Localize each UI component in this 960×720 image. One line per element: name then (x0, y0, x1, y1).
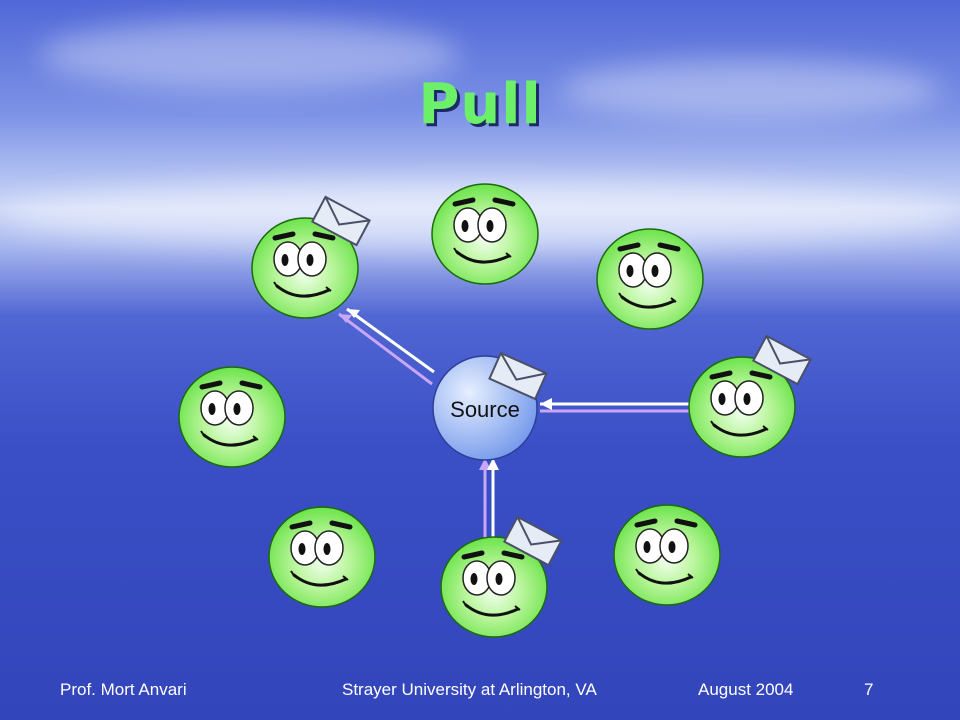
source-node: Source (432, 352, 548, 461)
arrow-group-bottom (479, 458, 499, 540)
eyebrow (272, 231, 296, 241)
pupil (306, 254, 314, 266)
smile (455, 250, 511, 264)
pupil (743, 393, 751, 405)
eyebrow (709, 370, 733, 380)
smile-dimples (200, 430, 259, 441)
eyebrow (199, 380, 223, 390)
pupil (281, 254, 289, 266)
smiley-face-icon (268, 506, 376, 608)
smile (202, 433, 258, 447)
pupil (233, 403, 241, 415)
pupil (470, 573, 478, 585)
smile-dimples (710, 420, 769, 431)
smile-dimples (273, 281, 332, 292)
eyebrow (492, 197, 516, 207)
smile-dimples (290, 570, 349, 581)
smile (275, 284, 331, 298)
arrow-group-right (540, 398, 692, 413)
background-cloud (560, 60, 940, 120)
pupil (626, 265, 634, 277)
pupil (486, 220, 494, 232)
smile (620, 295, 676, 309)
arrow-head (347, 309, 360, 318)
smiley-face-icon (431, 183, 539, 285)
arrow-group-upper-left (338, 307, 435, 386)
arrow-purple (338, 312, 433, 386)
footer-institution: Strayer University at Arlington, VA (342, 680, 597, 699)
background-cloud (40, 20, 460, 90)
pupil (495, 573, 503, 585)
smiley-face-icon (596, 228, 704, 330)
smiley-face-icon (251, 217, 359, 319)
pupil (208, 403, 216, 415)
pupil (461, 220, 469, 232)
arrow-head (540, 398, 552, 410)
footer-author: Prof. Mort Anvari (60, 680, 187, 699)
smile (637, 571, 693, 585)
smiley-face-icon (613, 504, 721, 606)
eyebrow (329, 520, 353, 530)
arrow-head (487, 458, 499, 470)
pupil (298, 543, 306, 555)
smile-dimples (635, 568, 694, 579)
pupil (323, 543, 331, 555)
eyebrow (749, 370, 773, 380)
pupil (651, 265, 659, 277)
eyebrow (461, 550, 485, 560)
smiley-face-icon (178, 366, 286, 468)
smiley-face-icon (440, 536, 548, 638)
source-label: Source (450, 397, 520, 422)
slide-title: Pull (418, 72, 542, 137)
arrow-white (346, 307, 435, 374)
pupil (668, 541, 676, 553)
eyebrow (617, 242, 641, 252)
smile-dimples (618, 292, 677, 303)
pupil (643, 541, 651, 553)
eyebrow (312, 231, 336, 241)
arrow-head (479, 458, 491, 470)
smile (464, 603, 520, 617)
smile-dimples (462, 600, 521, 611)
eyebrow (634, 518, 658, 528)
smile (712, 423, 768, 437)
smile (292, 573, 348, 587)
eyebrow (452, 197, 476, 207)
eyebrow (289, 520, 313, 530)
footer-page-number: 7 (864, 680, 874, 699)
eyebrow (657, 242, 681, 252)
smile-dimples (453, 247, 512, 258)
arrow-head (339, 314, 352, 323)
eyebrow (674, 518, 698, 528)
smiley-face-icon (688, 356, 796, 458)
eyebrow (501, 550, 525, 560)
eyebrow (239, 380, 263, 390)
footer-date: August 2004 (698, 680, 794, 699)
pupil (718, 393, 726, 405)
